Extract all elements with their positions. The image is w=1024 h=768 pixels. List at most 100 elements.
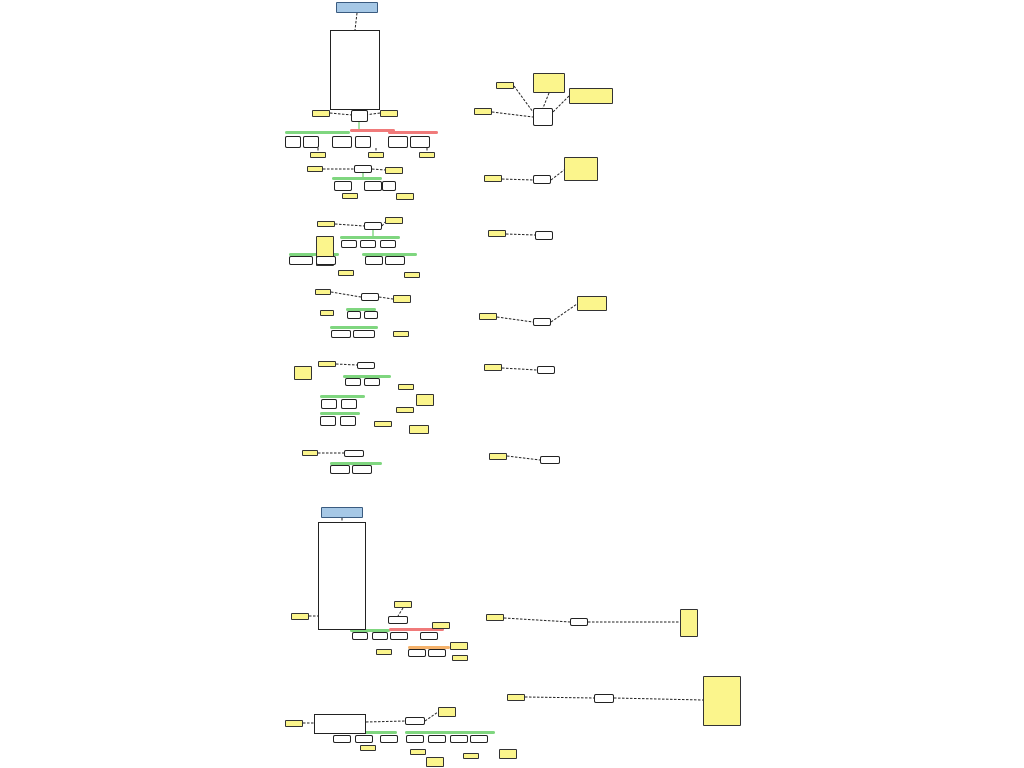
note[interactable] [342, 193, 358, 199]
note[interactable] [432, 622, 450, 629]
premise-box[interactable] [303, 136, 319, 148]
note[interactable] [317, 221, 335, 227]
premise-box[interactable] [352, 465, 372, 474]
premise-box[interactable] [347, 311, 361, 319]
note[interactable] [318, 361, 336, 367]
premise-box[interactable] [380, 240, 396, 248]
premise-box[interactable] [365, 256, 383, 265]
objection-box[interactable] [410, 136, 430, 148]
note[interactable] [315, 289, 331, 295]
note[interactable] [569, 88, 613, 104]
note[interactable] [374, 421, 392, 427]
claim-box[interactable] [533, 318, 551, 326]
note[interactable] [291, 613, 309, 620]
premise-box[interactable] [316, 256, 336, 265]
claim-box[interactable] [405, 717, 425, 725]
note[interactable] [360, 745, 376, 751]
note[interactable] [376, 649, 392, 655]
premise-box[interactable] [364, 181, 382, 191]
note[interactable] [489, 453, 507, 460]
claim-box[interactable] [540, 456, 560, 464]
note[interactable] [404, 272, 420, 278]
note[interactable] [396, 193, 414, 200]
premise-box[interactable] [360, 240, 376, 248]
objection-box[interactable] [355, 136, 371, 148]
premise-box[interactable] [321, 399, 337, 409]
premise-box[interactable] [345, 378, 361, 386]
claim-box[interactable] [570, 618, 588, 626]
note[interactable] [438, 707, 456, 717]
premise-box[interactable] [341, 240, 357, 248]
premise-box[interactable] [340, 416, 356, 426]
claim-box[interactable] [354, 165, 372, 173]
note[interactable] [479, 313, 497, 320]
note[interactable] [488, 230, 506, 237]
note[interactable] [294, 366, 312, 380]
claim-box[interactable] [357, 362, 375, 369]
premise-box[interactable] [331, 330, 351, 338]
note[interactable] [393, 331, 409, 337]
note[interactable] [499, 749, 517, 759]
premise-box[interactable] [330, 465, 350, 474]
note[interactable] [484, 175, 502, 182]
premise-box[interactable] [289, 256, 313, 265]
premise-box[interactable] [355, 735, 373, 743]
note[interactable] [452, 655, 468, 661]
premise-box[interactable] [406, 735, 424, 743]
note[interactable] [496, 82, 514, 89]
note[interactable] [385, 167, 403, 174]
note[interactable] [310, 152, 326, 158]
premise-box[interactable] [382, 181, 396, 191]
claim-box[interactable] [537, 366, 555, 374]
note[interactable] [285, 720, 303, 727]
premise-box[interactable] [380, 735, 398, 743]
map-intro-text[interactable] [330, 30, 380, 110]
note[interactable] [463, 753, 479, 759]
note[interactable] [419, 152, 435, 158]
note[interactable] [396, 407, 414, 413]
rebuttal-box[interactable] [408, 649, 426, 657]
map-title-card[interactable] [321, 507, 363, 518]
claim-box[interactable] [364, 222, 382, 230]
claim-box[interactable] [533, 108, 553, 126]
claim-box[interactable] [533, 175, 551, 184]
note[interactable] [410, 749, 426, 755]
map-intro-text[interactable] [318, 522, 366, 630]
reason-note[interactable] [312, 110, 330, 117]
note[interactable] [474, 108, 492, 115]
note[interactable] [533, 73, 565, 93]
main-claim-box[interactable] [351, 110, 368, 122]
objection-note[interactable] [380, 110, 398, 117]
objection-box[interactable] [388, 136, 408, 148]
premise-box[interactable] [364, 378, 380, 386]
objection-box[interactable] [420, 632, 438, 640]
map-intro-text[interactable] [314, 714, 366, 734]
note[interactable] [564, 157, 598, 181]
premise-box[interactable] [450, 735, 468, 743]
map-title-card[interactable] [336, 2, 378, 13]
premise-box[interactable] [333, 735, 351, 743]
premise-box[interactable] [334, 181, 352, 191]
premise-box[interactable] [364, 311, 378, 319]
note[interactable] [398, 384, 414, 390]
note[interactable] [385, 217, 403, 224]
premise-box[interactable] [428, 735, 446, 743]
note[interactable] [409, 425, 429, 434]
claim-box[interactable] [361, 293, 379, 301]
rebuttal-box[interactable] [428, 649, 446, 657]
claim-box[interactable] [388, 616, 408, 624]
premise-box[interactable] [372, 632, 388, 640]
note[interactable] [307, 166, 323, 172]
objection-box[interactable] [332, 136, 352, 148]
objection-box[interactable] [390, 632, 408, 640]
note[interactable] [368, 152, 384, 158]
note[interactable] [320, 310, 334, 316]
note[interactable] [507, 694, 525, 701]
note[interactable] [338, 270, 354, 276]
note[interactable] [450, 642, 468, 650]
note[interactable] [302, 450, 318, 456]
note[interactable] [680, 609, 698, 637]
premise-box[interactable] [352, 632, 368, 640]
claim-box[interactable] [535, 231, 553, 240]
